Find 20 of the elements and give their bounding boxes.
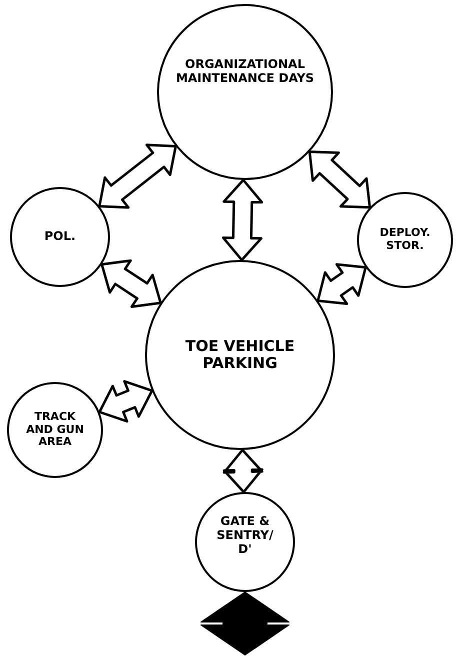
circle-node xyxy=(7,382,103,478)
node-label: TRACK AND GUN AREA xyxy=(25,411,85,449)
circle-node xyxy=(10,187,110,287)
circle-node xyxy=(195,492,295,592)
circle-node xyxy=(357,192,453,288)
double-arrow xyxy=(200,592,290,656)
hollow-double-arrow xyxy=(308,150,372,209)
node-label: POL. xyxy=(44,230,76,244)
node-label: ORGANIZATIONAL MAINTENANCE DAYS xyxy=(174,58,316,86)
node-label: DEPLOY. STOR. xyxy=(378,227,432,253)
hollow-double-arrow xyxy=(222,178,264,262)
hollow-double-arrow xyxy=(98,380,154,423)
hollow-double-arrow xyxy=(98,144,177,209)
hollow-double-arrow xyxy=(316,263,367,305)
node-label: GATE & SENTRY/ D' xyxy=(216,515,274,557)
circle-node xyxy=(145,260,335,450)
hollow-double-arrow xyxy=(100,259,162,308)
circle-node xyxy=(157,4,333,180)
node-label: TOE VEHICLE PARKING xyxy=(185,338,295,372)
hollow-double-arrow xyxy=(222,448,264,494)
